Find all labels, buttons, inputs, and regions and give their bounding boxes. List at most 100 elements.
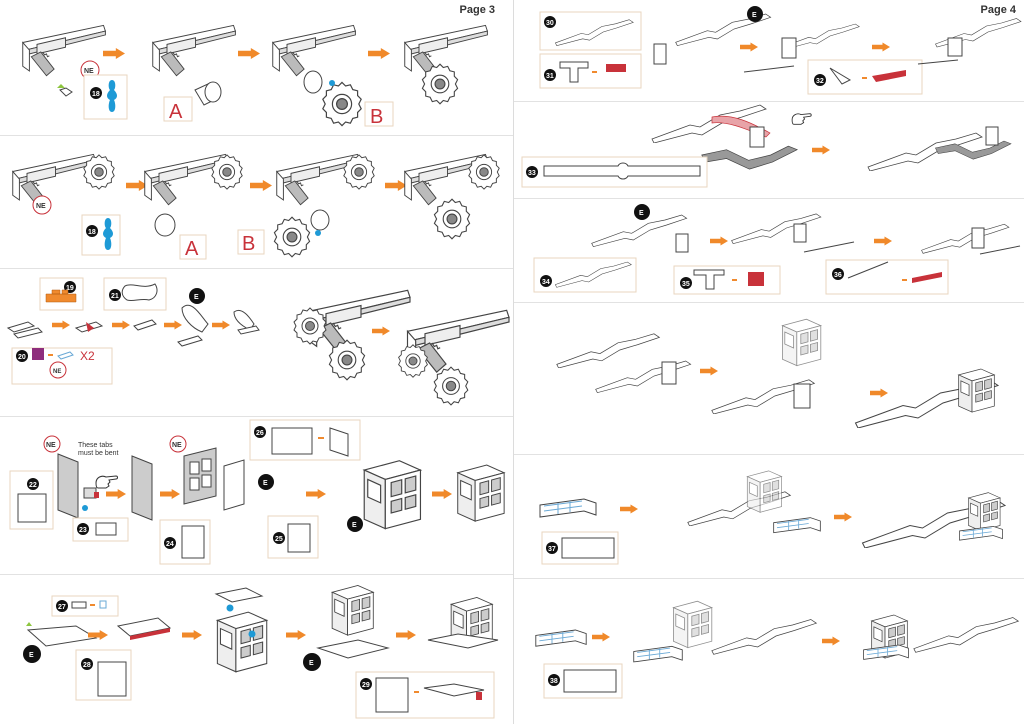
- arrow: [872, 42, 890, 52]
- illustration-shape: [95, 522, 117, 536]
- illustration-shape: [743, 65, 795, 73]
- illustration-shape: [917, 59, 959, 65]
- e-badge: [189, 288, 205, 304]
- illustration-shape: [832, 268, 844, 280]
- illustration-shape: [329, 427, 349, 457]
- step-label-text: 27: [58, 604, 66, 611]
- illustration-shape: [57, 84, 65, 88]
- illustration-shape: [546, 542, 558, 554]
- instruction-row-2: NE 18 A B: [0, 135, 513, 269]
- illustration-shape: [427, 633, 499, 649]
- arrow: [368, 48, 390, 59]
- illustration-shape: [433, 366, 469, 406]
- step-label-text: 24: [166, 541, 174, 548]
- illustration-shape: [201, 458, 212, 472]
- page-number: Page 4: [980, 4, 1016, 16]
- step-label-text: 22: [29, 482, 37, 489]
- illustration-shape: [154, 213, 176, 237]
- arrow: [396, 630, 416, 640]
- illustration-shape: [363, 460, 422, 530]
- illustration-shape: [331, 584, 374, 636]
- illustration-shape: [181, 525, 205, 559]
- hand-pointer-icon: [791, 113, 812, 125]
- instruction-row-2: 33: [514, 101, 1024, 199]
- illustration-shape: [540, 275, 552, 287]
- illustration-shape: [693, 269, 725, 290]
- illustration-shape: [539, 498, 597, 518]
- illustration-shape: [177, 335, 203, 347]
- step-label-text: E: [29, 652, 34, 659]
- illustration-shape: [271, 427, 313, 455]
- e-badge: [303, 653, 321, 671]
- e-badge: [347, 516, 363, 532]
- page-3: Page 3 NE 18 A: [0, 0, 513, 724]
- instruction-row-5: 27 E 28 E 29: [0, 574, 513, 724]
- illustration-shape: [121, 283, 158, 302]
- arrow: [834, 512, 852, 522]
- illustration-shape: [17, 493, 47, 523]
- arrow: [874, 236, 892, 246]
- illustration-shape: [287, 523, 311, 553]
- arrow: [182, 630, 202, 640]
- illustration-shape: [968, 492, 1001, 532]
- illustration-shape: [273, 532, 285, 544]
- instruction-row-5: 37: [514, 454, 1024, 579]
- label-a: A: [185, 238, 199, 260]
- hand-pointer-icon: [95, 475, 118, 489]
- step-label-text: E: [263, 480, 268, 487]
- illustration-shape: [316, 639, 390, 659]
- step-label-text: E: [309, 660, 314, 667]
- illustration-shape: [27, 478, 39, 490]
- callout-part-34: [533, 257, 637, 293]
- illustration-shape: [829, 67, 852, 85]
- step-label-text: NE: [172, 442, 182, 449]
- illustration-shape: [71, 601, 87, 609]
- step-label-text: 26: [256, 430, 264, 437]
- label-a: A: [169, 101, 183, 123]
- illustration-shape: [606, 64, 626, 72]
- step-label-text: 35: [682, 281, 690, 288]
- step-label-text: NE: [46, 442, 56, 449]
- illustration-shape: [189, 477, 200, 491]
- illustration-shape: [303, 70, 323, 94]
- arrow: [812, 145, 830, 155]
- instruction-row-1: NE 18 A B: [0, 0, 513, 136]
- illustration-shape: [103, 218, 113, 250]
- illustration-shape: [32, 195, 52, 215]
- callout-part-20: [11, 347, 113, 385]
- illustration-shape: [214, 587, 264, 603]
- illustration-shape: [773, 517, 821, 534]
- illustration-shape: [749, 126, 765, 148]
- illustration-shape: [56, 600, 68, 612]
- page-spine-divider: [513, 0, 514, 724]
- illustration-shape: [16, 350, 28, 362]
- illustration-shape: [360, 678, 372, 690]
- e-badge: [634, 204, 650, 220]
- arrow: [822, 636, 840, 646]
- label-b: B: [242, 233, 255, 255]
- illustration-shape: [86, 322, 94, 332]
- illustration-shape: [913, 617, 1019, 653]
- illustration-shape: [310, 209, 330, 231]
- illustration-shape: [433, 198, 471, 240]
- blue-part-18: [107, 80, 117, 112]
- step-label-text: 23: [79, 527, 87, 534]
- illustration-shape: [847, 261, 889, 279]
- illustration-shape: [94, 492, 99, 498]
- illustration-shape: [57, 351, 74, 360]
- illustration-shape: [423, 683, 485, 697]
- illustration-shape: [561, 537, 615, 559]
- arrow: [870, 388, 888, 398]
- illustration-shape: [748, 272, 764, 286]
- illustration-shape: [81, 658, 93, 670]
- step-label-text: 32: [816, 78, 824, 85]
- e-badge: [747, 6, 763, 22]
- instruction-row-4: [514, 302, 1024, 455]
- label-box-a: [163, 96, 193, 122]
- illustration-shape: [43, 435, 61, 453]
- illustration-shape: [201, 474, 212, 488]
- illustration-shape: [559, 61, 589, 83]
- illustration-shape: [793, 383, 811, 409]
- step-label-text: E: [352, 522, 357, 529]
- illustration-shape: [803, 241, 855, 253]
